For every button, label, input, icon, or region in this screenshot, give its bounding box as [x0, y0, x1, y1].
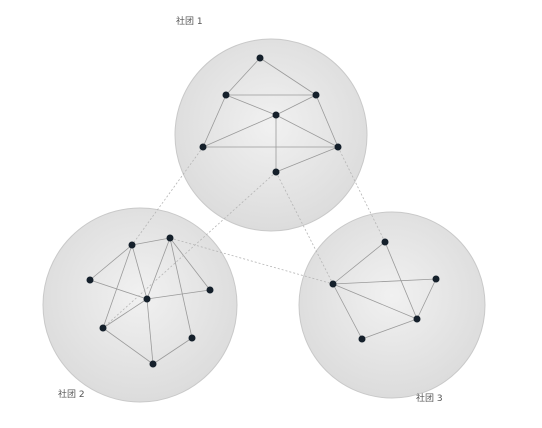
- edge: [332, 278, 437, 285]
- edge: [259, 57, 317, 96]
- community-1-label: 社团 1: [176, 15, 203, 27]
- edge: [225, 57, 261, 96]
- edge: [169, 237, 211, 291]
- node: [272, 111, 280, 119]
- edge: [332, 283, 363, 340]
- node: [413, 315, 421, 323]
- edge: [102, 298, 148, 329]
- inter-community-edge: [131, 146, 204, 246]
- node: [381, 238, 389, 246]
- edge: [169, 237, 193, 339]
- edge: [131, 237, 171, 246]
- community-3-label: 社团 3: [416, 392, 443, 404]
- edge: [332, 283, 418, 320]
- edge: [202, 114, 277, 148]
- node: [272, 168, 280, 176]
- edge: [131, 244, 148, 300]
- edge: [225, 94, 277, 116]
- edge: [146, 237, 171, 300]
- nodes: [86, 54, 440, 368]
- edge: [332, 241, 386, 285]
- edge: [89, 279, 148, 300]
- inter-community-edge: [169, 237, 334, 285]
- node: [206, 286, 214, 294]
- node: [334, 143, 342, 151]
- node: [99, 324, 107, 332]
- node: [222, 91, 230, 99]
- community-2-circle: [42, 207, 238, 403]
- edge: [416, 278, 437, 320]
- inter-community-edge: [275, 171, 334, 285]
- node: [358, 335, 366, 343]
- edge: [275, 146, 339, 173]
- edge: [146, 289, 211, 300]
- community-3-circle: [298, 211, 486, 399]
- node: [256, 54, 264, 62]
- edges: [89, 57, 437, 365]
- edge: [315, 94, 339, 148]
- edge: [361, 318, 418, 340]
- inter-community-edge: [102, 171, 277, 329]
- node: [166, 234, 174, 242]
- edge: [102, 327, 154, 365]
- community-circles: [42, 38, 486, 403]
- node: [199, 143, 207, 151]
- node: [312, 91, 320, 99]
- community-labels: 社团 1 社团 2 社团 3: [58, 15, 443, 404]
- node: [188, 334, 196, 342]
- node: [432, 275, 440, 283]
- node: [128, 241, 136, 249]
- node: [329, 280, 337, 288]
- community-2-label: 社团 2: [58, 388, 85, 400]
- node: [86, 276, 94, 284]
- edge: [102, 244, 133, 329]
- edge: [275, 114, 339, 148]
- node: [149, 360, 157, 368]
- edge: [146, 298, 154, 365]
- edge: [152, 337, 193, 365]
- inter-community-edge: [337, 146, 386, 243]
- community-1-circle: [174, 38, 368, 232]
- edge: [202, 94, 227, 148]
- node: [143, 295, 151, 303]
- edge: [275, 94, 317, 116]
- edge: [89, 244, 133, 281]
